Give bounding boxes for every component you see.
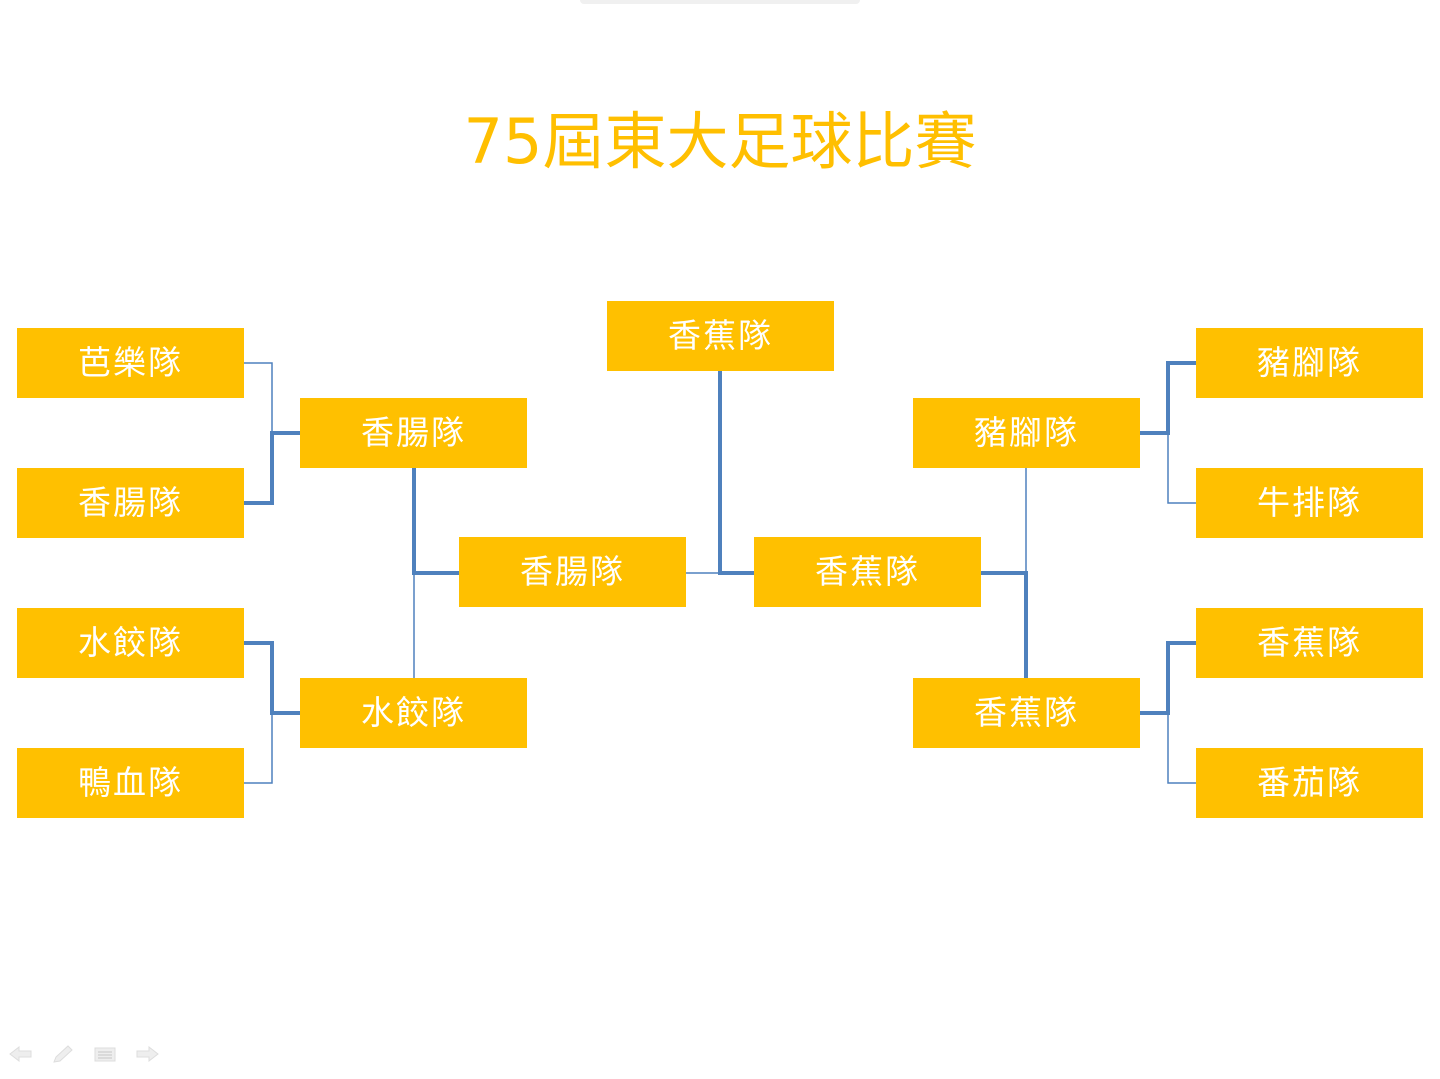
connector-left-r1-d: [244, 713, 273, 784]
team-box-left-r1-3: 水餃隊: [17, 608, 244, 678]
connector-right-r1-a-winner: [1140, 361, 1196, 435]
connector-right-r2-b-winner: [981, 571, 1028, 678]
team-box-left-r2-2: 水餃隊: [300, 678, 527, 748]
team-box-right-r2-2: 香蕉隊: [913, 678, 1140, 748]
slideshow-controls: [8, 1042, 160, 1066]
back-arrow-icon[interactable]: [8, 1044, 34, 1064]
team-box-right-r1-2: 牛排隊: [1196, 468, 1423, 538]
team-box-right-semifinal: 香蕉隊: [754, 537, 981, 607]
connector-final-right-winner: [718, 371, 754, 575]
connector-left-r1-c-winner: [244, 641, 300, 715]
connector-right-r1-b: [1167, 433, 1196, 504]
forward-arrow-icon[interactable]: [134, 1044, 160, 1064]
connector-right-r1-d: [1167, 713, 1196, 784]
team-box-left-r2-1: 香腸隊: [300, 398, 527, 468]
team-box-left-r1-1: 芭樂隊: [17, 328, 244, 398]
connector-right-r1-c-winner: [1140, 641, 1196, 715]
connector-left-r2-a-winner: [412, 468, 459, 575]
team-box-right-r2-1: 豬腳隊: [913, 398, 1140, 468]
team-box-left-r1-4: 鴨血隊: [17, 748, 244, 818]
team-box-champion: 香蕉隊: [607, 301, 834, 371]
connector-left-r1-a: [244, 362, 273, 433]
team-box-right-r1-4: 番茄隊: [1196, 748, 1423, 818]
menu-icon[interactable]: [92, 1044, 118, 1064]
top-toolbar-hint: [580, 0, 860, 4]
page-title: 75屆東大足球比賽: [463, 105, 977, 178]
team-box-right-r1-1: 豬腳隊: [1196, 328, 1423, 398]
connector-left-r1-b-winner: [244, 431, 300, 505]
team-box-left-semifinal: 香腸隊: [459, 537, 686, 607]
team-box-left-r1-2: 香腸隊: [17, 468, 244, 538]
pen-icon[interactable]: [50, 1044, 76, 1064]
team-box-right-r1-3: 香蕉隊: [1196, 608, 1423, 678]
